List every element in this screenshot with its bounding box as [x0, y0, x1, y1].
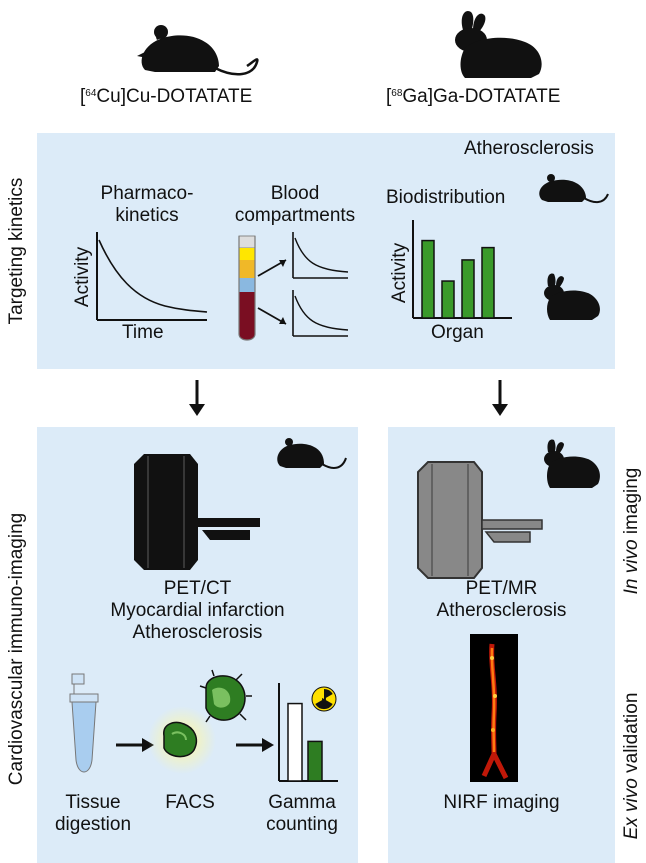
- gamma-counting-line2: counting: [266, 814, 338, 835]
- pet-ct-line3: Atherosclerosis: [132, 622, 263, 643]
- pet-ct-line2: Myocardial infarction: [110, 600, 285, 621]
- gamma-counting-chart: [278, 683, 338, 782]
- pet-mr-line1: PET/MR: [465, 578, 538, 599]
- facs-label: FACS: [165, 792, 215, 813]
- pharmacokinetics-curve-plot: [96, 232, 208, 321]
- mouse-icon-kinetics: [539, 174, 609, 204]
- blood-curve-plot-2: [292, 290, 349, 337]
- biodistribution-y-label: Activity: [389, 242, 411, 304]
- pet-mr-line2: Atherosclerosis: [436, 600, 567, 621]
- mouse-icon-top: [137, 25, 259, 76]
- blood-arrows: [257, 259, 287, 325]
- biodistribution-bar: [421, 239, 435, 319]
- gamma-counting-line1: Gamma: [268, 792, 336, 813]
- in-vivo-imaging-label: In vivo imaging: [621, 467, 642, 595]
- eppendorf-tube-icon: [69, 673, 99, 773]
- arrow-facs-to-gamma: [236, 738, 274, 752]
- biodistribution-x-label: Organ: [431, 322, 484, 343]
- pet-ct-scanner-icon: [134, 454, 260, 570]
- blood-compartments-title-line1: Blood: [270, 183, 320, 204]
- rabbit-icon-top: [455, 10, 542, 78]
- tissue-digestion-line2: digestion: [54, 814, 132, 835]
- blood-compartments-title-line2: compartments: [234, 205, 356, 226]
- down-arrow-left: [189, 380, 205, 416]
- pharmacokinetics-title-line2: kinetics: [115, 205, 179, 226]
- pharmacokinetics-x-label: Time: [122, 322, 164, 343]
- mouse-icon-pet-ct: [277, 438, 347, 469]
- rabbit-icon-pet-mr: [544, 439, 600, 488]
- blood-tube-icon: [238, 235, 256, 341]
- targeting-kinetics-panel: [37, 133, 615, 369]
- pet-mr-scanner-icon: [417, 461, 543, 579]
- biodistribution-bar: [441, 280, 455, 319]
- nirf-image: [470, 634, 518, 782]
- pharmacokinetics-title-line1: Pharmaco-: [100, 183, 194, 204]
- tissue-digestion-line1: Tissue: [65, 792, 121, 813]
- biodistribution-bar-chart: [412, 220, 512, 319]
- biodistribution-title: Biodistribution: [386, 187, 506, 208]
- radiation-icon: [311, 686, 337, 712]
- pet-ct-line1: PET/CT: [163, 578, 232, 599]
- cardiovascular-imaging-label: Cardiovascular immuno-imaging: [6, 512, 27, 786]
- rabbit-icon-kinetics: [544, 273, 600, 320]
- down-arrow-right: [492, 380, 508, 416]
- biodistribution-bar: [481, 246, 495, 319]
- right-tracer-label: [68Ga]Ga-DOTATATE: [386, 86, 561, 107]
- gamma-counting-bar: [287, 702, 303, 782]
- pharmacokinetics-y-label: Activity: [72, 246, 94, 308]
- targeting-kinetics-label: Targeting kinetics: [6, 177, 27, 325]
- arrow-tissue-to-facs: [116, 738, 154, 752]
- ex-vivo-validation-label: Ex vivo validation: [621, 692, 642, 840]
- blood-curve-plot-1: [292, 232, 349, 279]
- gamma-counting-bar: [307, 740, 323, 782]
- biodistribution-bar: [461, 259, 475, 319]
- atherosclerosis-label-top: Atherosclerosis: [464, 138, 594, 159]
- left-tracer-label: [64Cu]Cu-DOTATATE: [80, 86, 253, 107]
- nirf-imaging-label: NIRF imaging: [443, 792, 560, 813]
- facs-cells-icon: [148, 669, 252, 774]
